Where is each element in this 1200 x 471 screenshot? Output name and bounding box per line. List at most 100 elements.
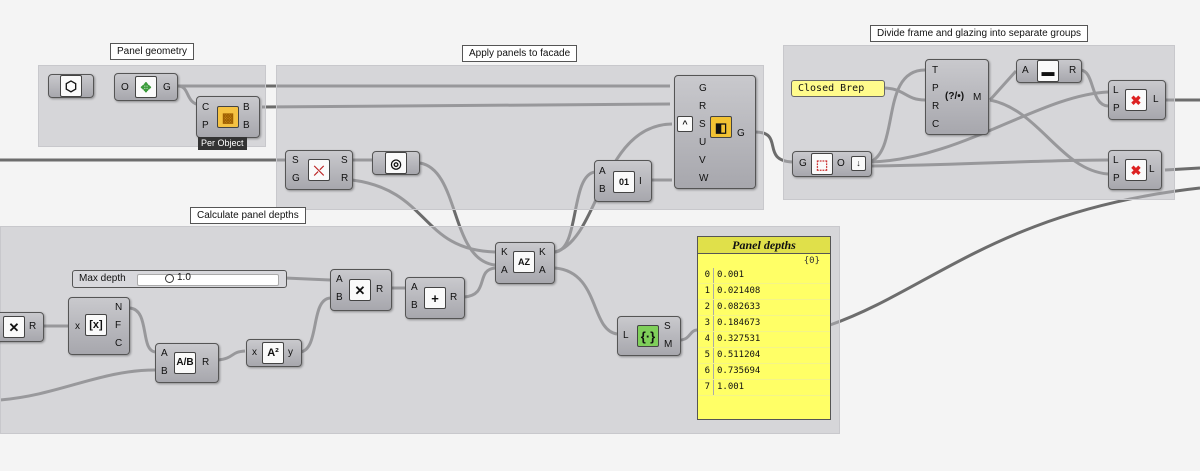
panel-geometry-component[interactable]: O ✥ G [114,73,178,101]
port-k: K [539,247,546,258]
interpolate-component[interactable]: A B 01 I [594,160,652,202]
geometry-param-component[interactable]: ◎ [372,151,420,175]
port-c: C [115,338,123,349]
division-icon: A/B [174,352,196,374]
split-tree-component[interactable]: S G ⤬ S R [285,150,353,190]
panel-row-index: 0 [698,268,714,283]
port-o: O [837,158,845,169]
slider-label: Max depth [79,273,126,284]
flip-icon: ^ [677,116,693,132]
eval-function-component[interactable]: x [x] N F C [68,297,130,355]
port-l: L [623,330,629,341]
sort-list-component[interactable]: K A AZ K A [495,242,555,284]
port-p: P [1113,173,1120,184]
brep-icon: ⬚ [811,153,833,175]
morph-icon: ◧ [710,116,732,138]
power-icon: A² [262,342,284,364]
shift-pattern-component[interactable]: A ▬ R [1016,59,1082,83]
port-l: L [1113,155,1119,166]
addition-component[interactable]: A B + R [405,277,465,319]
port-a: A [599,166,606,177]
pattern-icon: ▬ [1037,60,1059,82]
group-title: Apply panels to facade [462,45,578,62]
port-o: O [121,82,129,93]
panel-row-index: 3 [698,316,714,331]
panel-row-index: 5 [698,348,714,363]
port-x: x [75,321,80,332]
slider-value: 1.0 [177,272,191,283]
panel-branch: {0} [803,256,820,266]
port-m: M [664,339,673,350]
port-v: V [699,155,706,166]
division-component[interactable]: A B A/B R [155,343,219,383]
port-b: B [243,102,250,113]
port-g: G [737,128,745,139]
port-r: R [450,292,458,303]
per-object-tag: Per Object [198,137,247,150]
brep-filter-component[interactable]: G ⬚ O ↓ [792,151,872,177]
max-depth-slider[interactable]: Max depth 1.0 [72,270,287,288]
cull-pattern-component[interactable]: L P ✖ L [1108,150,1162,190]
slider-knob[interactable] [165,274,174,283]
port-k: K [501,247,508,258]
expression-component[interactable]: T P R C (?/•) M [925,59,989,135]
function-icon: [x] [85,314,107,336]
box-component[interactable]: C P ▩ B B [196,96,260,138]
multiplication-component[interactable]: A B ✕ R [330,269,392,311]
multiply-icon: ✕ [3,316,25,338]
plus-icon: + [424,287,446,309]
power-component[interactable]: x A² y [246,339,302,367]
port-r: R [376,284,384,295]
hex-param-component[interactable]: ⬡ [48,74,94,98]
wire [829,186,1200,327]
port-c: C [202,102,210,113]
port-l: L [1149,164,1155,175]
sort-icon: AZ [513,251,535,273]
port-b: B [243,120,250,131]
panel-row-index: 7 [698,380,714,395]
port-r: R [1069,65,1077,76]
port-f: F [115,320,122,331]
port-u: U [699,137,707,148]
morph-component[interactable]: G R ^ S U V W ◧ G [674,75,756,189]
panel-row-index: 4 [698,332,714,347]
port-s: S [292,155,299,166]
port-s: S [341,155,348,166]
port-p: P [202,120,209,131]
port-c: C [932,119,940,130]
port-m: M [973,92,982,103]
panel-row-index: 2 [698,300,714,315]
group-title: Calculate panel depths [190,207,306,224]
port-r: R [202,357,210,368]
cull-pattern-component[interactable]: L P ✖ L [1108,80,1166,120]
mesh-node-icon: ✥ [135,76,157,98]
port-i: I [639,176,642,187]
panel-row-index: 6 [698,364,714,379]
group-title: Panel geometry [110,43,195,60]
port-b: B [411,300,418,311]
closed-brep-panel[interactable]: Closed Brep [791,80,885,97]
expression-glyph: (?/•) [945,91,965,102]
multiply-component[interactable]: ✕ R [0,312,44,342]
port-a: A [161,348,168,359]
port-a: A [411,282,418,293]
port-g: G [699,83,707,94]
stream-filter-component[interactable]: L {·} S M [617,316,681,356]
port-w: W [699,173,709,184]
port-a: A [1022,65,1029,76]
port-n: N [115,302,123,313]
panel-title: Panel depths [698,237,830,254]
interpolate-icon: 01 [613,171,635,193]
panel-row-value: 0.021408 [717,286,761,296]
port-g: G [163,82,171,93]
